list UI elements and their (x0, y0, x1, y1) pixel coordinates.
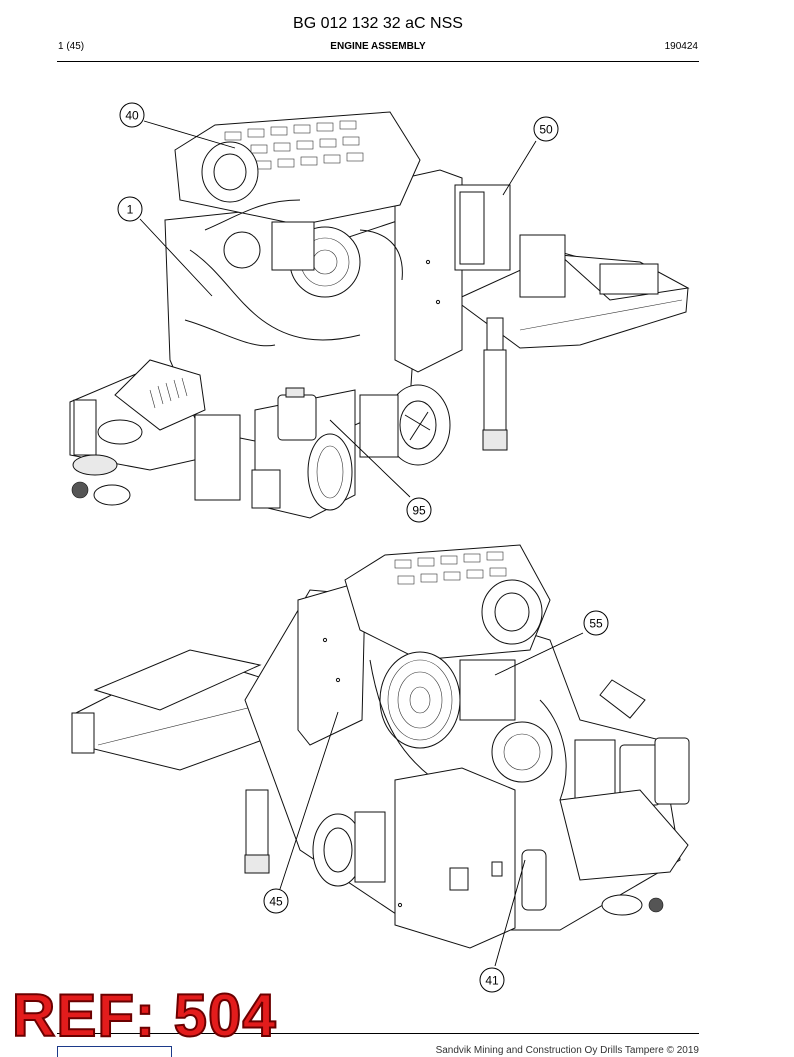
callout-label: 95 (412, 504, 426, 518)
footer-rule (57, 1033, 699, 1034)
callout-label: 1 (127, 203, 134, 217)
callout-label: 40 (125, 109, 139, 123)
callout-95[interactable]: 95 (406, 497, 432, 523)
callout-45[interactable]: 45 (263, 888, 289, 914)
callout-50[interactable]: 50 (533, 116, 559, 142)
ref-stamp: REF: 504 (11, 982, 277, 1049)
callout-label: 55 (589, 617, 603, 631)
callout-1[interactable]: 1 (117, 196, 143, 222)
callout-41[interactable]: 41 (479, 967, 505, 993)
callout-label: 45 (269, 895, 283, 909)
engine-view-bottom (71, 544, 690, 949)
engine-view-top (69, 111, 690, 519)
callout-label: 41 (485, 974, 499, 988)
callout-40[interactable]: 40 (119, 102, 145, 128)
date-code: 190424 (664, 41, 698, 52)
page-count: 1 (45) (58, 41, 85, 52)
header-rule (57, 61, 699, 62)
footer-copyright: Sandvik Mining and Construction Oy Drill… (435, 1045, 699, 1056)
document-number: BG 012 132 32 aC NSS (293, 15, 463, 32)
section-title: ENGINE ASSEMBLY (330, 41, 426, 52)
callout-55[interactable]: 55 (583, 610, 609, 636)
sandvik-logo (57, 1046, 172, 1057)
callout-leaders (139, 120, 584, 967)
callout-label: 50 (539, 123, 553, 137)
